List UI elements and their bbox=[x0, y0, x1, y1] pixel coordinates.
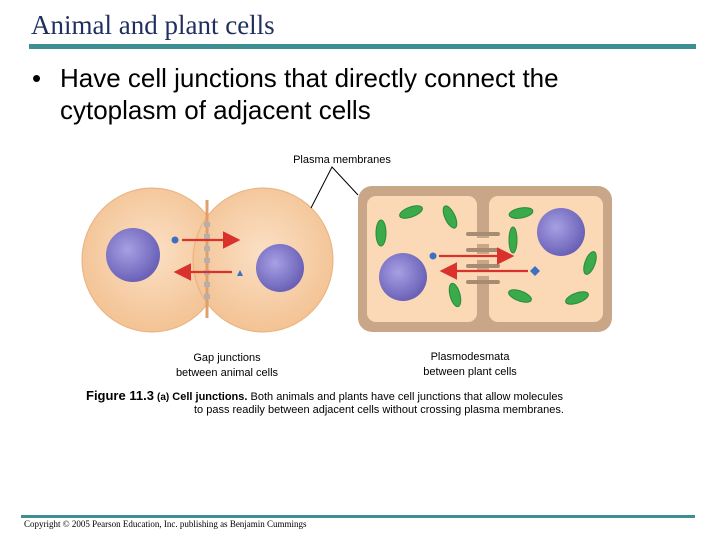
caption-part: (a) bbox=[156, 392, 170, 403]
label-gap-junctions-line2: between animal cells bbox=[175, 367, 279, 379]
molecule-triangle-icon bbox=[237, 270, 243, 276]
chloroplasts bbox=[375, 205, 597, 308]
caption-figure-number: Figure 11.3 bbox=[86, 388, 154, 403]
molecule-diamond-icon bbox=[530, 266, 540, 276]
footer-rule bbox=[21, 515, 695, 518]
copyright-text: Copyright © 2005 Pearson Education, Inc.… bbox=[24, 519, 307, 529]
plant-nucleus-left bbox=[379, 253, 427, 301]
label-plasmodesmata-line1: Plasmodesmata bbox=[430, 351, 510, 363]
label-plasmodesmata: Plasmodesmata between plant cells bbox=[405, 350, 535, 380]
label-gap-junctions-line1: Gap junctions bbox=[193, 352, 261, 364]
molecule-icon bbox=[171, 236, 179, 244]
bullet-text: Have cell junctions that directly connec… bbox=[60, 63, 559, 125]
slide-title: Animal and plant cells bbox=[31, 10, 275, 40]
label-gap-junctions: Gap junctions between animal cells bbox=[157, 351, 297, 381]
caption-line2: to pass readily between adjacent cells w… bbox=[194, 404, 564, 416]
bullet-marker: • bbox=[32, 63, 42, 93]
caption-line1: Both animals and plants have cell juncti… bbox=[250, 391, 563, 403]
animal-nucleus-left bbox=[106, 228, 160, 282]
caption-bold: Cell junctions. bbox=[172, 391, 248, 403]
molecule-icon-plant bbox=[429, 252, 437, 260]
membrane-pointer-lines bbox=[310, 166, 359, 209]
plasmodesmata-channels bbox=[466, 232, 500, 284]
plant-nucleus-right bbox=[537, 208, 585, 256]
figure-caption: Figure 11.3 (a) Cell junctions. Both ani… bbox=[86, 389, 646, 417]
animal-nucleus-right bbox=[256, 244, 304, 292]
title-rule bbox=[29, 44, 696, 49]
plant-cells bbox=[358, 186, 612, 332]
animal-cells bbox=[81, 187, 334, 333]
label-plasma-membranes: Plasma membranes bbox=[293, 154, 391, 166]
label-plasmodesmata-line2: between plant cells bbox=[423, 366, 517, 378]
